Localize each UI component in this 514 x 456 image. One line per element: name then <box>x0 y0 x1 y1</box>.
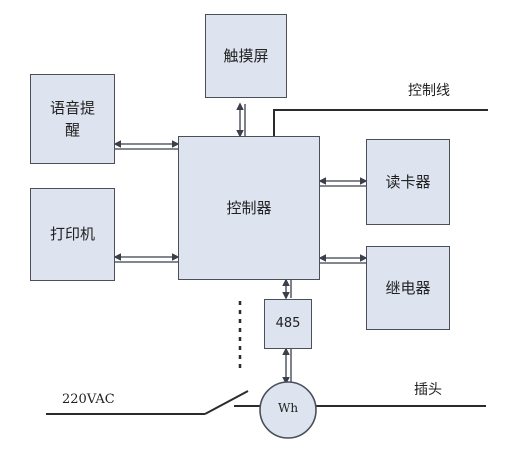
relay-label: 继电器 <box>385 278 431 297</box>
meter-label: Wh <box>278 401 299 415</box>
link-voice-controller <box>113 140 180 150</box>
link-touchscreen-controller <box>236 102 246 138</box>
link-485-meter <box>282 347 292 385</box>
touchscreen-label: 触摸屏 <box>223 46 269 65</box>
voice-prompt-block: 语音提 醒 <box>30 74 115 164</box>
rs485-label: 485 <box>275 316 301 332</box>
voice-prompt-label: 语音提 醒 <box>49 98 95 140</box>
link-controller-485 <box>282 278 292 300</box>
relay-block: 继电器 <box>366 246 450 330</box>
rs485-block: 485 <box>264 299 312 349</box>
link-controller-relay <box>318 254 368 264</box>
plug-label: 插头 <box>414 382 442 398</box>
controller-block: 控制器 <box>178 136 320 280</box>
ac-input-label: 220VAC <box>62 392 115 407</box>
control-line-wire <box>273 109 488 137</box>
meter-circle <box>259 381 317 439</box>
card-reader-label: 读卡器 <box>385 172 431 191</box>
printer-label: 打印机 <box>49 225 95 244</box>
switch-blade <box>204 390 249 415</box>
card-reader-block: 读卡器 <box>366 139 450 225</box>
link-printer-controller <box>113 253 180 263</box>
control-line-label: 控制线 <box>408 83 450 99</box>
printer-block: 打印机 <box>30 188 115 281</box>
link-controller-cardreader <box>318 177 368 187</box>
touchscreen-block: 触摸屏 <box>205 14 287 98</box>
controller-label: 控制器 <box>226 198 272 217</box>
